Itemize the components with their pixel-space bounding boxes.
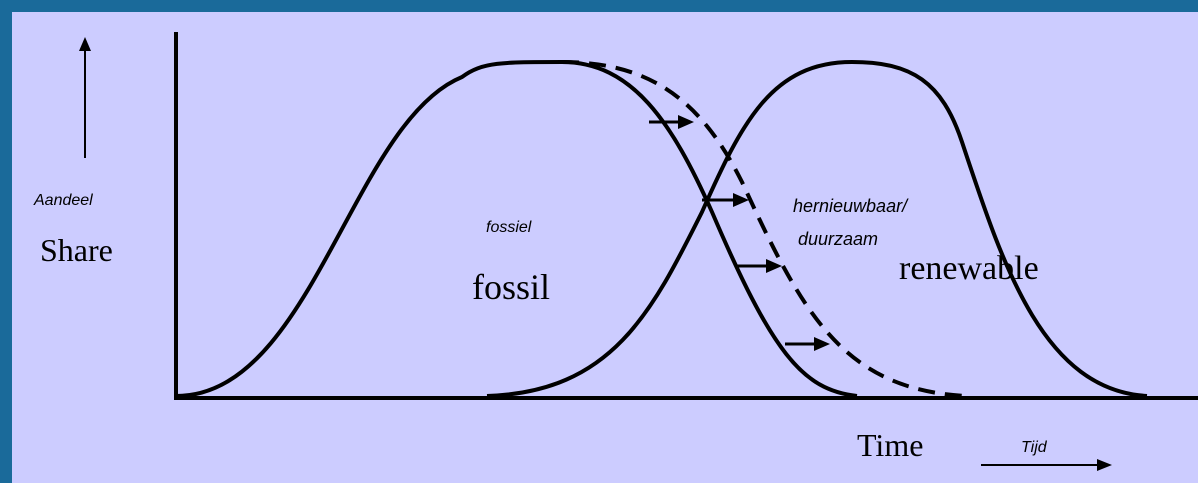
renewable-curve — [486, 59, 1148, 398]
shift-arrow — [737, 259, 782, 273]
renewable-label-dutch-line2: duurzaam — [798, 229, 879, 249]
renewable-label: renewable — [899, 250, 1039, 287]
x-axis-label-dutch: Tijd — [1021, 439, 1047, 456]
y-direction-arrow-head — [79, 37, 91, 51]
x-axis-label: Time — [857, 427, 924, 463]
fossil-label: fossil — [472, 267, 551, 307]
fossil-shifted-curve — [561, 60, 968, 398]
y-axis-label-dutch: Aandeel — [34, 192, 93, 209]
fossil-curve — [175, 59, 858, 398]
y-axis-label: Share — [40, 232, 113, 268]
renewable-label-dutch-line1: hernieuwbaar/ — [793, 196, 908, 216]
shift-arrow — [785, 337, 830, 351]
shift-arrow — [702, 193, 749, 207]
x-direction-arrow-head — [1097, 459, 1112, 471]
slide-panel: Aandeel Share fossiel fossil hernieuwbaa… — [12, 12, 1198, 483]
fossil-label-dutch: fossiel — [486, 219, 532, 236]
share-vs-time-diagram — [79, 32, 1198, 471]
shift-arrow — [649, 115, 694, 129]
